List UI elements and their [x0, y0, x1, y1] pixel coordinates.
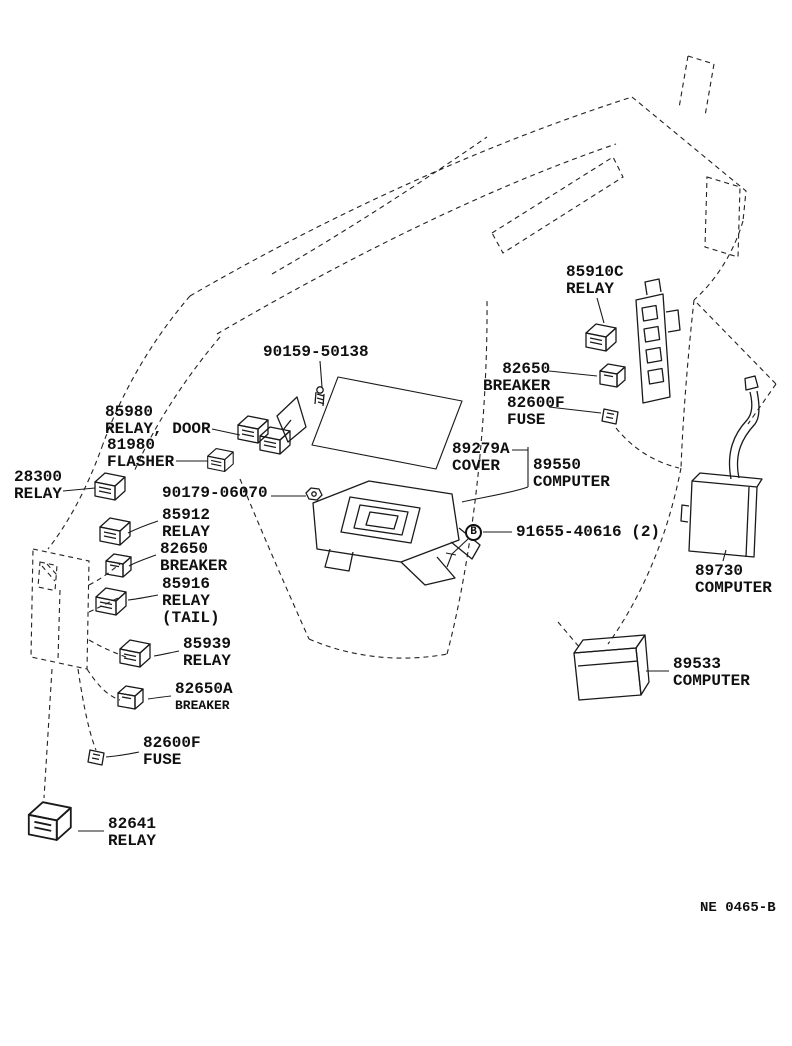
label-relay-85910c: 85910C RELAY — [566, 264, 624, 298]
part-number: 85910C — [566, 263, 624, 281]
part-drawings — [27, 278, 763, 841]
label-relay-tail-85916: 85916 RELAY (TAIL) — [162, 576, 220, 627]
part-number: 89279A — [452, 440, 510, 458]
label-breaker-82650a: 82650A BREAKER — [175, 680, 233, 714]
breaker-82650-mid-drawing — [105, 553, 132, 578]
part-number: 82641 — [108, 815, 157, 833]
part-name: RELAY — [162, 523, 211, 541]
part-name: RELAY — [108, 832, 157, 850]
part-number: 82650A — [175, 680, 233, 698]
computer-89730-drawing — [680, 375, 763, 558]
label-cover-89279a: 89279A COVER — [452, 441, 510, 475]
part-number: 28300 — [14, 468, 63, 486]
fuse-82600f-bottom-drawing — [87, 749, 105, 766]
breaker-82650-top-drawing — [599, 363, 626, 388]
part-name: RELAY — [14, 485, 63, 503]
part-number: 89550 — [533, 456, 582, 474]
part-name: FUSE — [507, 411, 546, 429]
label-screw-90159: 90159-50138 — [263, 344, 369, 361]
relay-door-85980-drawing — [237, 396, 307, 455]
label-flasher-81980: 81980 FLASHER — [107, 437, 174, 471]
part-number: 89533 — [673, 655, 722, 673]
part-number: 85939 — [183, 635, 232, 653]
label-computer-89730: 89730 COMPUTER — [695, 563, 772, 597]
relay-tail-85916-drawing — [95, 587, 127, 616]
relay-85910c-drawing — [585, 323, 617, 352]
part-name: RELAY — [183, 652, 232, 670]
drawing-code: NE 0465-B — [700, 900, 776, 916]
label-relay-85939: 85939 RELAY — [183, 636, 231, 670]
cover-89279a-drawing — [311, 376, 463, 470]
part-number: 91655-40616 (2) — [516, 523, 661, 541]
label-computer-89533: 89533 COMPUTER — [673, 656, 750, 690]
breaker-82650a-drawing — [117, 685, 144, 710]
computer-89533-drawing — [573, 634, 650, 701]
computer-89550-drawing — [312, 480, 481, 586]
part-number: 82650 — [502, 360, 551, 378]
label-computer-89550: 89550 COMPUTER — [533, 457, 610, 491]
part-name: RELAY, DOOR — [105, 420, 211, 438]
part-name-2: (TAIL) — [162, 609, 220, 627]
relay-85912-drawing — [99, 517, 131, 546]
relay-28300-drawing — [94, 472, 126, 501]
part-number: 90159-50138 — [263, 343, 369, 361]
part-name: COMPUTER — [673, 672, 750, 690]
label-fuse-82600f-bottom: 82600F FUSE — [143, 735, 201, 769]
part-number: 82600F — [143, 734, 201, 752]
flasher-81980-drawing — [207, 447, 234, 473]
relay-82641-drawing — [27, 801, 72, 841]
relay-block-drawing — [635, 278, 681, 404]
label-bolt-91655: 91655-40616 (2) — [516, 524, 660, 541]
part-name: BREAKER — [175, 698, 230, 713]
part-name: FUSE — [143, 751, 182, 769]
label-relay-28300: 28300 RELAY — [14, 469, 62, 503]
part-name: COMPUTER — [695, 579, 772, 597]
part-name: RELAY — [162, 592, 211, 610]
fuse-82600f-top-drawing — [601, 408, 619, 425]
label-relay-82641: 82641 RELAY — [108, 816, 156, 850]
part-name: RELAY — [566, 280, 615, 298]
part-number: 90179-06070 — [162, 484, 268, 502]
label-breaker-82650-top: 82650 BREAKER — [483, 361, 550, 395]
part-number: 85912 — [162, 506, 211, 524]
part-name: FLASHER — [107, 453, 175, 471]
part-name: BREAKER — [483, 377, 551, 395]
screw-90159-drawing — [314, 386, 325, 407]
label-relay-85912: 85912 RELAY — [162, 507, 210, 541]
label-relay-door-85980: 85980 RELAY, DOOR — [105, 404, 211, 438]
label-nut-90179: 90179-06070 — [162, 485, 268, 502]
part-name: BREAKER — [160, 557, 228, 575]
relay-85939-drawing — [119, 639, 151, 668]
bolt-marker-b: B — [465, 524, 482, 541]
part-number: 85980 — [105, 403, 154, 421]
label-breaker-82650-mid: 82650 BREAKER — [160, 541, 227, 575]
part-name: COMPUTER — [533, 473, 610, 491]
label-fuse-82600f-top: 82600F FUSE — [507, 395, 565, 429]
nut-90179-drawing — [305, 487, 323, 501]
part-number: 89730 — [695, 562, 744, 580]
part-number: 82650 — [160, 540, 209, 558]
part-number: 85916 — [162, 575, 211, 593]
part-name: COVER — [452, 457, 501, 475]
part-number: 82600F — [507, 394, 565, 412]
part-number: 81980 — [107, 436, 156, 454]
